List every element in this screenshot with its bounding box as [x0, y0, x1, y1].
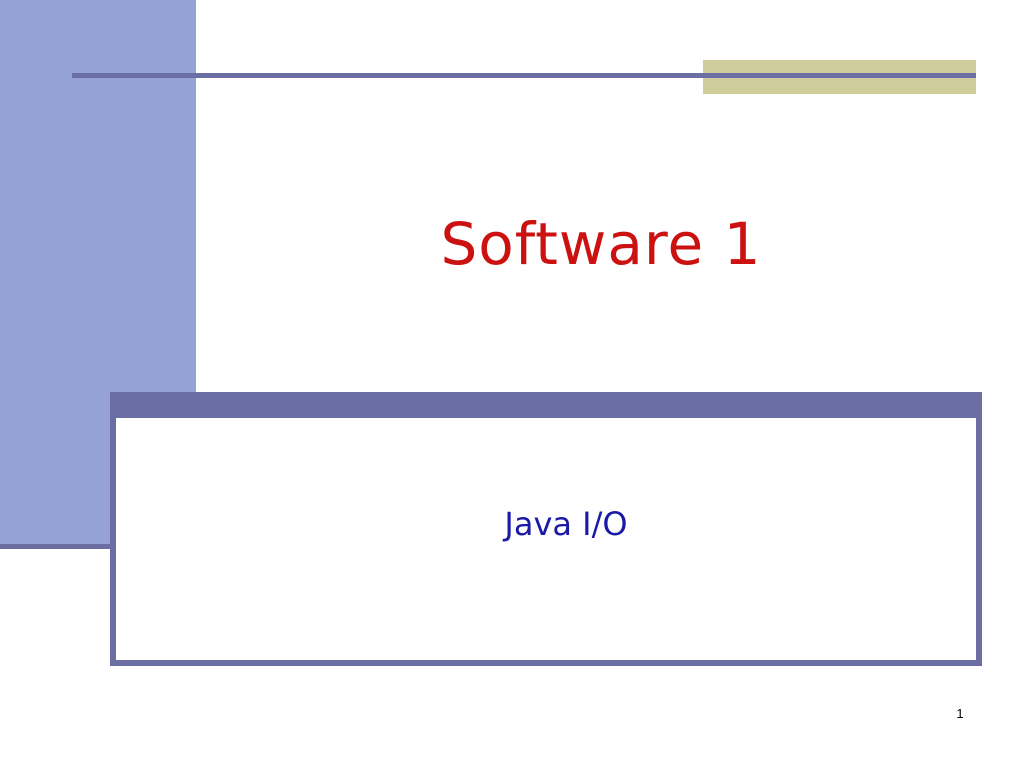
top-accent-rule — [703, 73, 976, 78]
slide-subtitle: Java I/O — [504, 505, 628, 543]
subtitle-box — [110, 392, 982, 666]
top-horizontal-rule — [72, 73, 976, 78]
left-band-underline — [0, 544, 112, 549]
slide-title: Software 1 — [440, 210, 762, 278]
page-number: 1 — [956, 706, 964, 721]
